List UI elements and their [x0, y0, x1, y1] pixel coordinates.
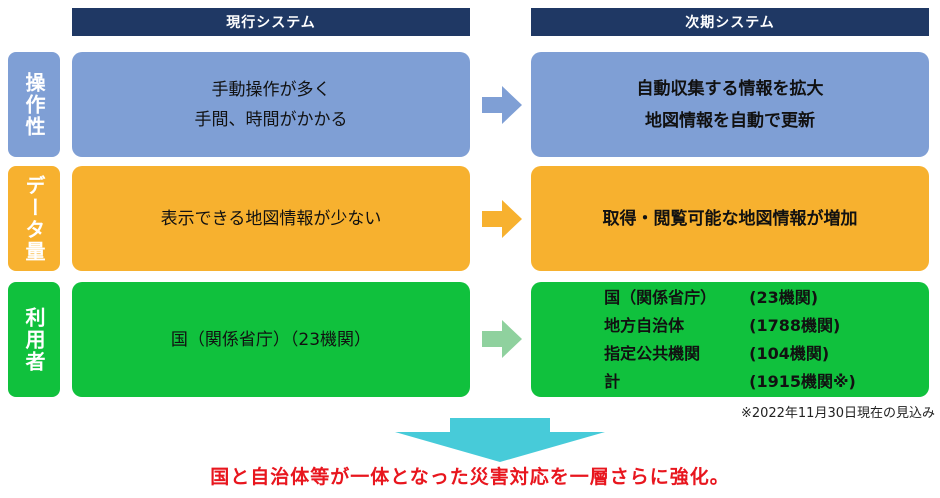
users-org: 計 — [604, 371, 621, 391]
next-operability-line2: 地図情報を自動で更新 — [645, 110, 815, 131]
current-data-volume-box: 表示できる地図情報が少ない — [72, 166, 470, 271]
users-count: (1788機関) — [749, 315, 841, 335]
current-users-text: 国（関係省庁）（23機関） — [170, 329, 372, 350]
right-arrow-icon — [482, 200, 522, 238]
header-next-system: 次期システム — [531, 8, 929, 36]
header-current-system: 現行システム — [72, 8, 470, 36]
users-org: 指定公共機関 — [604, 343, 701, 363]
users-count: (23機関) — [749, 287, 819, 307]
table-row: 指定公共機関 (104機関) — [604, 340, 856, 368]
current-data-volume-text: 表示できる地図情報が少ない — [160, 208, 382, 229]
current-operability-box: 手動操作が多く 手間、時間がかかる — [72, 52, 470, 157]
next-operability-line1: 自動収集する情報を拡大 — [636, 78, 824, 99]
current-operability-line1: 手動操作が多く — [211, 79, 331, 100]
table-row: 計 (1915機関※) — [604, 368, 856, 396]
next-data-volume-box: 取得・閲覧可能な地図情報が増加 — [531, 166, 929, 271]
next-data-volume-text: 取得・閲覧可能な地図情報が増加 — [602, 208, 858, 229]
right-arrow-icon — [482, 86, 522, 124]
conclusion-text: 国と自治体等が一体となった災害対応を一層さらに強化。 — [210, 466, 730, 488]
row-label-users: 利用者 — [8, 282, 60, 397]
users-org: 国（関係省庁） — [604, 287, 717, 307]
row-label-data-volume: データ量 — [8, 166, 60, 271]
footnote: ※2022年11月30日現在の見込み — [740, 406, 935, 421]
current-users-box: 国（関係省庁）（23機関） — [72, 282, 470, 397]
current-operability-line2: 手間、時間がかかる — [194, 109, 348, 130]
next-operability-box: 自動収集する情報を拡大 地図情報を自動で更新 — [531, 52, 929, 157]
users-count: (1915機関※) — [749, 371, 856, 391]
down-arrow-icon — [395, 418, 605, 462]
users-count: (104機関) — [749, 343, 830, 363]
users-org: 地方自治体 — [604, 315, 685, 335]
next-users-box: 国（関係省庁） (23機関) 地方自治体 (1788機関) 指定公共機関 (10… — [531, 282, 929, 397]
right-arrow-icon — [482, 320, 522, 358]
table-row: 国（関係省庁） (23機関) — [604, 284, 856, 312]
row-label-operability: 操作性 — [8, 52, 60, 157]
users-table: 国（関係省庁） (23機関) 地方自治体 (1788機関) 指定公共機関 (10… — [604, 284, 856, 396]
table-row: 地方自治体 (1788機関) — [604, 312, 856, 340]
